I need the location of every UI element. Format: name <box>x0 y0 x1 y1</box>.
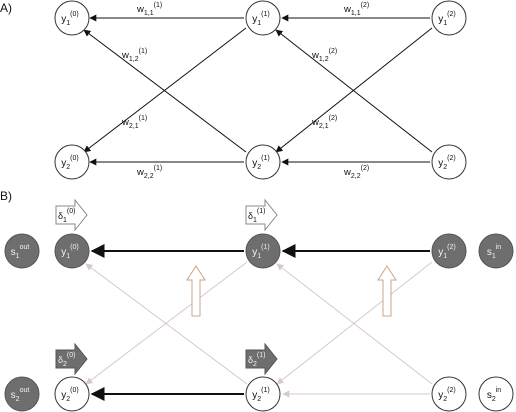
edge-a-w21-1 <box>83 27 247 153</box>
node-a-y2-1: y2(1) <box>245 144 281 180</box>
panel-b-deltas: δ1(0) δ1(1) δ2(0) δ2(1) <box>55 198 278 376</box>
weight-label-w22-2: w2,2(2) <box>343 165 369 180</box>
node-b-y1-2: y1(2) <box>431 233 467 269</box>
up-arrow-2 <box>377 265 397 317</box>
panel-a-label: A) <box>0 1 12 15</box>
panel-b-faint-edges <box>85 261 433 398</box>
signal-s2-in: s2in <box>478 376 514 412</box>
node-b-y2-1: y2(1) <box>245 376 281 412</box>
delta-d2-1: δ2(1) <box>245 342 278 376</box>
weight-label-w12-1: w1,2(1) <box>121 48 147 63</box>
svg-text:s1in: s1in <box>487 244 501 260</box>
svg-text:y2(1): y2(1) <box>252 387 269 403</box>
panel-a-weight-labels: w1,1(1) w1,2(1) w2,1(1) w2,2(1) w1,1(2) … <box>121 2 369 180</box>
svg-text:y2(0): y2(0) <box>61 155 78 171</box>
weight-label-w22-1: w2,2(1) <box>136 165 162 180</box>
signal-s1-out: s1out <box>4 233 40 269</box>
faint-edge-y11-y20 <box>85 261 248 385</box>
svg-text:δ1(0): δ1(0) <box>58 208 75 224</box>
svg-text:δ2(0): δ2(0) <box>58 352 75 368</box>
svg-text:y1(2): y1(2) <box>438 244 455 260</box>
svg-text:y1(1): y1(1) <box>252 244 269 260</box>
delta-d1-1: δ1(1) <box>245 198 278 232</box>
panel-a-nodes: y1(0) y2(0) y1(1) y2(1) y1(2) y2(2) <box>54 0 467 180</box>
panel-a-edges <box>83 14 433 166</box>
faint-edge-y12-y21 <box>276 261 433 385</box>
node-a-y2-2: y2(2) <box>431 144 467 180</box>
signal-s1-in: s1in <box>478 233 514 269</box>
up-arrow-1 <box>186 265 206 317</box>
svg-text:y2(1): y2(1) <box>252 155 269 171</box>
node-b-y1-0: y1(0) <box>54 233 90 269</box>
faint-edge-y22-y11 <box>276 263 433 385</box>
weight-label-w11-2: w1,1(2) <box>343 2 369 17</box>
svg-text:δ2(1): δ2(1) <box>248 352 265 368</box>
node-a-y1-1: y1(1) <box>245 0 281 36</box>
delta-d1-0: δ1(0) <box>55 198 88 232</box>
weight-label-w11-1: w1,1(1) <box>136 2 162 17</box>
svg-text:s1out: s1out <box>11 244 30 260</box>
node-a-y2-0: y2(0) <box>54 144 90 180</box>
node-b-y2-2: y2(2) <box>431 376 467 412</box>
svg-text:y2(2): y2(2) <box>438 387 455 403</box>
svg-text:s2out: s2out <box>11 387 30 403</box>
node-b-y1-1: y1(1) <box>245 233 281 269</box>
node-b-y2-0: y2(0) <box>54 376 90 412</box>
weight-label-w12-2: w1,2(2) <box>311 48 337 63</box>
svg-text:y1(2): y1(2) <box>438 11 455 27</box>
panel-b-label: B) <box>0 189 12 203</box>
svg-text:y1(0): y1(0) <box>61 244 78 260</box>
edge-a-w12-2 <box>275 29 433 153</box>
weight-label-w21-1: w2,1(1) <box>121 115 147 130</box>
svg-text:δ1(1): δ1(1) <box>248 208 265 224</box>
edge-a-w21-2 <box>275 27 433 153</box>
panel-b-up-arrows <box>186 265 397 317</box>
weight-label-w21-2: w2,1(2) <box>311 115 337 130</box>
svg-text:s2in: s2in <box>487 387 501 403</box>
svg-text:y2(0): y2(0) <box>61 387 78 403</box>
edge-a-w12-1 <box>83 29 247 153</box>
node-a-y1-0: y1(0) <box>54 0 90 36</box>
node-a-y1-2: y1(2) <box>431 0 467 36</box>
svg-text:y1(1): y1(1) <box>252 11 269 27</box>
panel-b-nodes: s1out s2out y1(0) y2(0) y1(1) y2(1) y1(2… <box>4 233 514 412</box>
svg-text:y1(0): y1(0) <box>61 11 78 27</box>
svg-text:y2(2): y2(2) <box>438 155 455 171</box>
panel-b-strong-edges <box>90 244 430 401</box>
faint-edge-y21-y10 <box>85 263 248 385</box>
delta-d2-0: δ2(0) <box>55 342 88 376</box>
signal-s2-out: s2out <box>4 376 40 412</box>
